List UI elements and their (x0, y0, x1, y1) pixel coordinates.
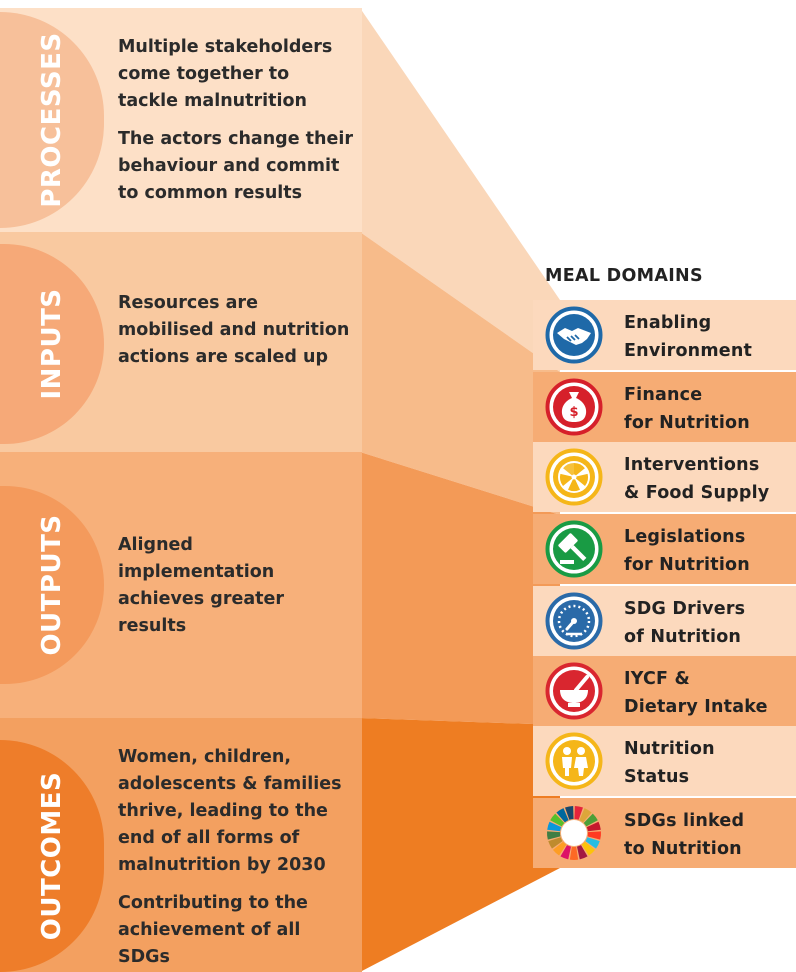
sdg-wheel-segment (550, 813, 565, 827)
domain-label-line1: Legislations (624, 527, 746, 547)
money-bag-icon: $ (545, 378, 603, 436)
orange-slice-icon (545, 448, 603, 506)
sdg-wheel-segment (579, 808, 592, 823)
stage-tab-outcomes: OUTCOMES (0, 740, 104, 972)
sdg-wheel-segment (548, 837, 563, 849)
domain-iycf-dietary-intake: IYCF & Dietary Intake (533, 656, 796, 726)
description-paragraph: Resources are mobilised and nutrition ac… (118, 293, 350, 367)
domain-legislations-for-nutrition: Legislations for Nutrition (533, 514, 796, 584)
stage-label-outcomes: OUTCOMES (37, 771, 67, 941)
sdg-wheel-segment (547, 821, 562, 832)
domain-sdg-drivers-of-nutrition: SDG Drivers of Nutrition (533, 586, 796, 656)
stage-description-inputs: Resources are mobilised and nutrition ac… (118, 290, 354, 382)
sdg-wheel-segment (556, 808, 569, 823)
sdg-wheel-segment (586, 821, 601, 832)
domain-label-line1: SDG Drivers (624, 599, 746, 619)
sdg-wheel-icon (547, 806, 601, 860)
domain-label-line1: IYCF & (624, 669, 690, 689)
speedometer-icon (545, 592, 603, 650)
sdg-wheel-segment (565, 806, 574, 820)
domain-label: IYCF & Dietary Intake (624, 665, 794, 721)
svg-text:$: $ (569, 405, 578, 420)
sdg-wheel-segment (547, 831, 561, 840)
domain-label-line2: for Nutrition (624, 555, 750, 575)
description-paragraph: The actors change their behaviour and co… (118, 129, 353, 203)
domain-label-line2: Status (624, 767, 690, 787)
domain-label: Enabling Environment (624, 309, 794, 365)
funnel-inputs (360, 232, 560, 515)
sdg-wheel-segment (583, 813, 598, 827)
domain-label-line1: Interventions (624, 455, 760, 475)
domain-label: SDGs linked to Nutrition (624, 807, 794, 863)
domain-label: Legislations for Nutrition (624, 523, 794, 579)
domain-label-line2: for Nutrition (624, 413, 750, 433)
stage-tab-outputs: OUTPUTS (0, 486, 104, 684)
domain-nutrition-status: Nutrition Status (533, 726, 796, 796)
stage-tab-processes: PROCESSES (0, 12, 104, 228)
stage-inputs: INPUTS Resources are mobilised and nutri… (0, 232, 362, 452)
description-paragraph: Contributing to the achievement of all S… (118, 893, 308, 967)
funnel-outputs (360, 452, 560, 725)
sdg-wheel-segment (581, 841, 596, 856)
domain-finance-for-nutrition: $ Finance for Nutrition (533, 372, 796, 442)
sdg-wheel-segment (574, 806, 583, 820)
domain-label-line1: SDGs linked (624, 811, 745, 831)
gavel-icon (545, 520, 603, 578)
stage-label-outputs: OUTPUTS (37, 514, 67, 656)
funnel-outcomes (360, 718, 560, 972)
stage-outcomes: OUTCOMES Women, children, adolescents & … (0, 718, 362, 972)
domain-label-line2: Dietary Intake (624, 697, 768, 717)
domain-label-line1: Enabling (624, 313, 712, 333)
sdg-wheel-segment (587, 831, 601, 840)
meal-domains-title: MEAL DOMAINS (545, 266, 703, 286)
funnel-processes (360, 8, 560, 372)
sdg-wheel-segment (569, 846, 579, 860)
domain-label: Interventions & Food Supply (624, 451, 794, 507)
description-paragraph: Women, children, adolescents & families … (118, 747, 342, 875)
stage-tab-inputs: INPUTS (0, 244, 104, 444)
sdg-wheel-segment (560, 845, 572, 860)
stage-label-processes: PROCESSES (37, 32, 67, 208)
stage-description-outcomes: Women, children, adolescents & families … (118, 744, 354, 972)
domain-label-line2: Environment (624, 341, 753, 361)
domain-interventions-food-supply: Interventions & Food Supply (533, 442, 796, 512)
domain-label: Nutrition Status (624, 735, 794, 791)
domain-label-line1: Finance (624, 385, 703, 405)
children-icon (545, 732, 603, 790)
description-paragraph: Aligned implementation achieves greater … (118, 535, 284, 636)
sdg-wheel-segment (576, 845, 588, 860)
domain-label-line1: Nutrition (624, 739, 715, 759)
stage-description-outputs: Aligned implementation achieves greater … (118, 532, 354, 651)
domain-label: Finance for Nutrition (624, 381, 794, 437)
stage-description-processes: Multiple stakeholders come together to t… (118, 34, 354, 218)
stage-processes: PROCESSES Multiple stakeholders come tog… (0, 8, 362, 232)
description-paragraph: Multiple stakeholders come together to t… (118, 37, 333, 111)
domain-enabling-environment: Enabling Environment (533, 300, 796, 370)
domain-label: SDG Drivers of Nutrition (624, 595, 794, 651)
domain-sdgs-linked-to-nutrition: SDGs linked to Nutrition (533, 798, 796, 868)
sdg-wheel-segment (552, 841, 567, 856)
handshake-icon (545, 306, 603, 364)
domain-label-line2: of Nutrition (624, 627, 742, 647)
mortar-pestle-icon (545, 662, 603, 720)
domain-label-line2: & Food Supply (624, 483, 770, 503)
stage-outputs: OUTPUTS Aligned implementation achieves … (0, 452, 362, 718)
sdg-wheel-segment (585, 837, 600, 849)
domain-label-line2: to Nutrition (624, 839, 742, 859)
stage-label-inputs: INPUTS (37, 288, 67, 400)
